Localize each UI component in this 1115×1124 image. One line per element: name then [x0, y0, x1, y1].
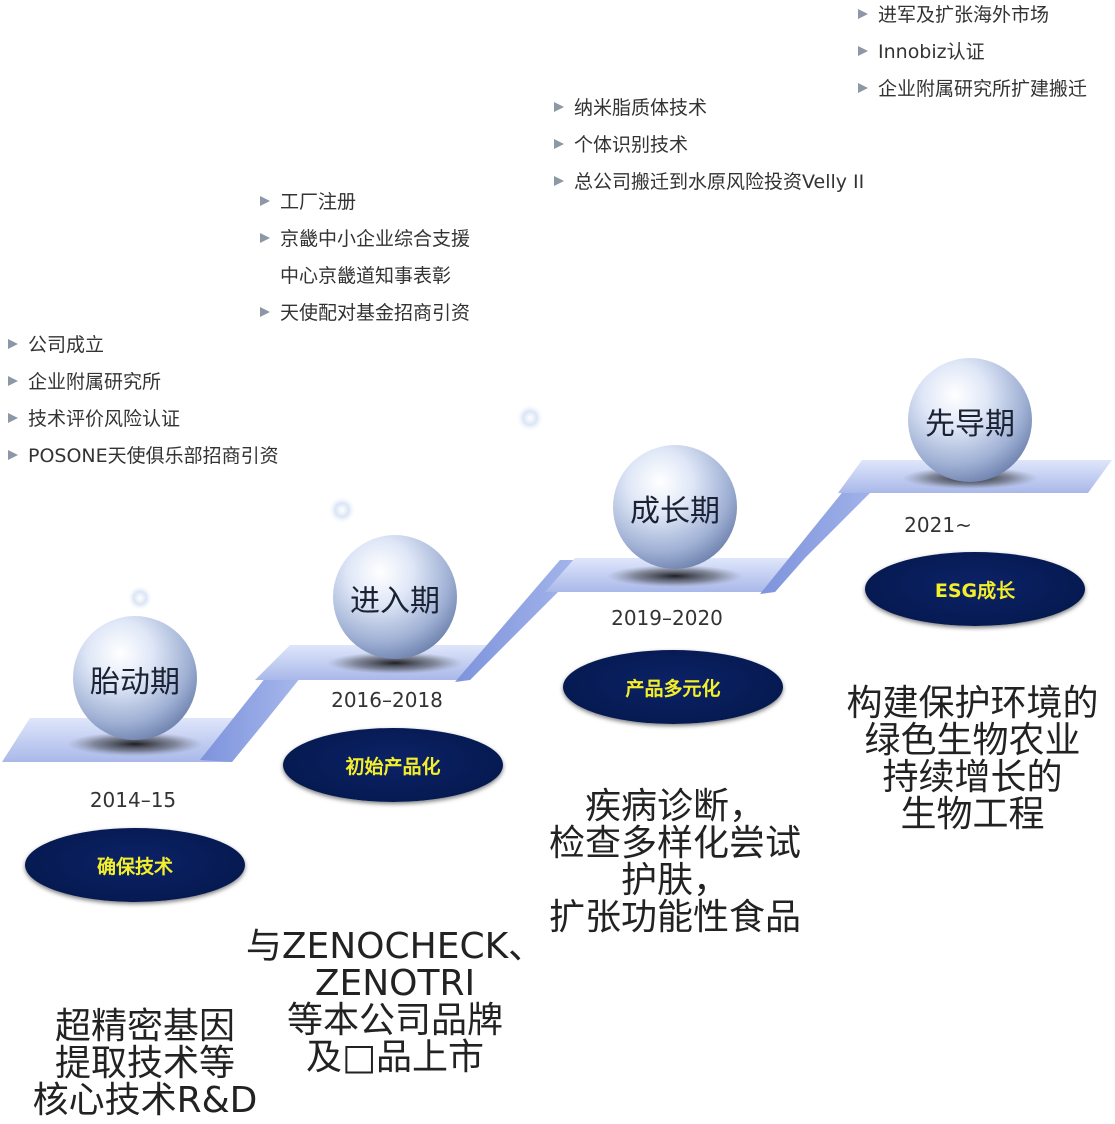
decor-dot — [127, 585, 153, 611]
stage-label-3: 成长期 — [630, 494, 720, 529]
triangle-bullet-icon — [858, 46, 868, 56]
list-item: 公司成立 — [6, 327, 279, 364]
triangle-bullet-icon — [260, 307, 270, 317]
list-item: 企业附属研究所 — [6, 364, 279, 401]
stage-1-year: 2014–15 — [89, 788, 177, 812]
sphere-shadow-2 — [327, 652, 463, 674]
decor-dot — [516, 404, 544, 432]
list-item: 总公司搬迁到水原风险投资Velly II — [552, 164, 864, 201]
list-item: POSONE天使俱乐部招商引资 — [6, 438, 279, 475]
stage-label-1: 胎动期 — [90, 665, 180, 700]
list-item: 中心京畿道知事表彰 — [280, 265, 452, 287]
list-item: 京畿中小企业综合支援 — [258, 221, 470, 258]
list-item: 纳米脂质体技术 — [552, 90, 864, 127]
triangle-bullet-icon — [554, 176, 564, 186]
stage-1-badge: 确保技术 — [25, 828, 245, 902]
stage-label-2: 进入期 — [350, 584, 440, 619]
step-riser-1 — [200, 672, 305, 762]
list-item: 技术评价风险认证 — [6, 401, 279, 438]
triangle-bullet-icon — [260, 233, 270, 243]
list-item: Innobiz认证 — [856, 34, 1087, 71]
triangle-bullet-icon — [858, 83, 868, 93]
list-item: 工厂注册 — [258, 184, 470, 221]
triangle-bullet-icon — [554, 139, 564, 149]
triangle-bullet-icon — [8, 339, 18, 349]
stage-2-year: 2016–2018 — [331, 688, 443, 712]
step-riser-3 — [760, 468, 895, 594]
stage-3-description: 疾病诊断， 检查多样化尝试 护肤， 扩张功能性食品 — [548, 786, 801, 938]
triangle-bullet-icon — [8, 376, 18, 386]
stage-4-description: 构建保护环境的 绿色生物农业 持续增长的 生物工程 — [846, 683, 1099, 835]
stage-2-bullets: 工厂注册 京畿中小企业综合支援 中心京畿道知事表彰 天使配对基金招商引资 — [258, 184, 470, 332]
stage-3-bullets: 纳米脂质体技术 个体识别技术 总公司搬迁到水原风险投资Velly II — [552, 90, 864, 201]
sphere-1 — [73, 616, 197, 740]
sphere-4 — [908, 358, 1032, 482]
stage-1-bullets: 公司成立 企业附属研究所 技术评价风险认证 POSONE天使俱乐部招商引资 — [6, 327, 279, 475]
sphere-shadow-1 — [67, 732, 203, 756]
stage-4-year: 2021~ — [904, 513, 972, 537]
triangle-bullet-icon — [260, 196, 270, 206]
list-item: 天使配对基金招商引资 — [258, 295, 470, 332]
stage-3-year: 2019–2020 — [611, 606, 723, 630]
triangle-bullet-icon — [858, 9, 868, 19]
triangle-bullet-icon — [8, 450, 18, 460]
list-item: 企业附属研究所扩建搬迁 — [856, 71, 1087, 108]
stage-4-bullets: 进军及扩张海外市场 Innobiz认证 企业附属研究所扩建搬迁 — [856, 0, 1087, 108]
decor-dot — [328, 496, 356, 524]
stage-4-badge: ESG成长 — [865, 552, 1085, 626]
list-item: 进军及扩张海外市场 — [856, 0, 1087, 34]
sphere-2 — [333, 535, 457, 659]
stage-1-description: 超精密基因 提取技术等 核心技术R&D — [32, 1006, 258, 1121]
sphere-shadow-3 — [607, 565, 743, 587]
triangle-bullet-icon — [8, 413, 18, 423]
stage-2-badge: 初始产品化 — [283, 728, 503, 802]
stage-label-4: 先导期 — [925, 407, 1015, 442]
stage-3-badge: 产品多元化 — [563, 650, 783, 724]
list-item: 个体识别技术 — [552, 127, 864, 164]
stage-2-description: 与ZENOCHECK、 ZENOTRI 等本公司品牌 及□品上市 — [245, 926, 545, 1078]
sphere-3 — [613, 445, 737, 569]
triangle-bullet-icon — [554, 102, 564, 112]
